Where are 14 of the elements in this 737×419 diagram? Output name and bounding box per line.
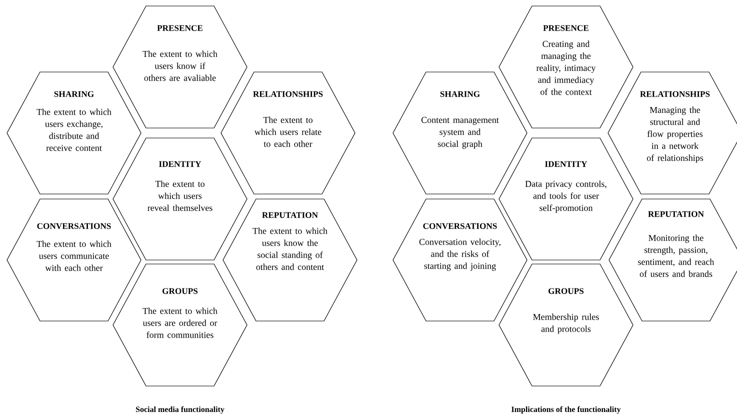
hexagon: CONVERSATIONS Conversation velocity, and the risks of starting and joining: [392, 198, 528, 322]
hexagon: CONVERSATIONS The extent to which users communicate with each other: [6, 198, 142, 322]
hexagon: IDENTITY The extent to which users reveal themselves: [112, 138, 248, 260]
hexagon: GROUPS The extent to which users are ordered or form communities: [112, 264, 248, 386]
hexagon: REPUTATION Monitoring the strength, passion, sentiment, and reach of users and brands: [608, 198, 737, 322]
hexagon: REPUTATION The extent to which users know the social standing of others and content: [222, 198, 358, 322]
hexagon: GROUPS Membership rules and protocols: [498, 264, 634, 386]
hexagon: PRESENCE Creating and managing the reality, intimacy and immediacy of the context: [498, 6, 634, 128]
hexagon: RELATIONSHIPS Managing the structural and flow properties in a network of relationships: [608, 72, 737, 194]
hexagon: SHARING The extent to which users exchange, distribute and receive content: [6, 72, 142, 194]
caption: Implications of the functionality: [512, 406, 621, 414]
caption: Social media functionality: [136, 406, 224, 414]
hexagon: RELATIONSHIPS The extent to which users relate to each other: [220, 72, 356, 194]
hexagon: PRESENCE The extent to which users know if others are avaliable: [112, 6, 248, 128]
